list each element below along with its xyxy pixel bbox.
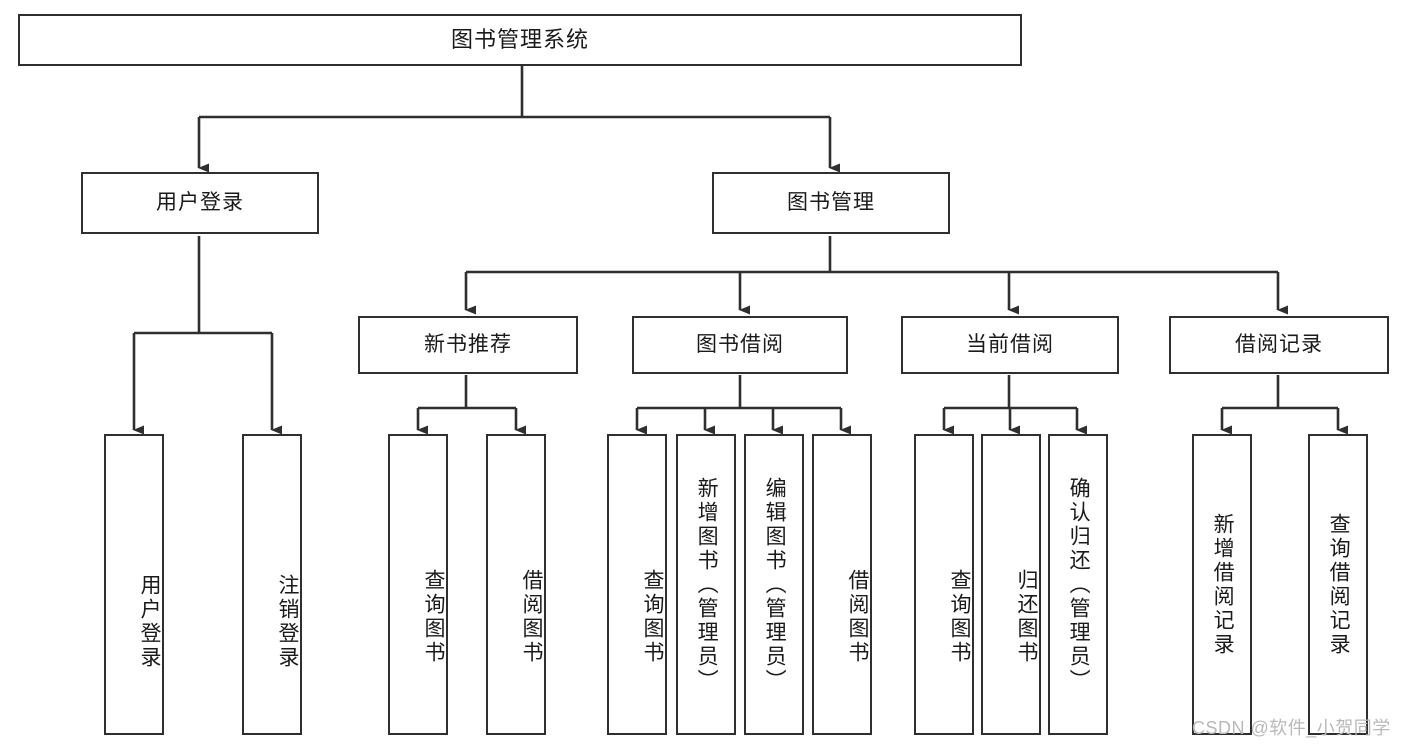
node-leaf-logout[interactable]: 注销登录 (242, 434, 302, 735)
node-leaf-return-book[interactable]: 归还图书 (981, 434, 1041, 735)
node-book-management[interactable]: 图书管理 (712, 172, 950, 234)
node-leaf-add-borrow-record[interactable]: 新增借阅记录 (1192, 434, 1252, 735)
node-current-borrow[interactable]: 当前借阅 (901, 316, 1119, 374)
node-leaf-confirm-return-admin[interactable]: 确认归还（管理员） (1048, 434, 1108, 735)
node-leaf-query-book-recommend[interactable]: 查询图书 (388, 434, 448, 735)
node-book-borrow[interactable]: 图书借阅 (632, 316, 848, 374)
node-new-book-recommend[interactable]: 新书推荐 (358, 316, 578, 374)
node-leaf-borrow-book-recommend[interactable]: 借阅图书 (486, 434, 546, 735)
node-leaf-query-book-current[interactable]: 查询图书 (914, 434, 974, 735)
node-leaf-add-book-admin[interactable]: 新增图书（管理员） (676, 434, 736, 735)
node-leaf-query-book-borrow[interactable]: 查询图书 (607, 434, 667, 735)
node-borrow-record[interactable]: 借阅记录 (1169, 316, 1389, 374)
csdn-watermark: CSDN @软件_小贺同学 (1192, 718, 1391, 738)
node-user-login[interactable]: 用户登录 (81, 172, 319, 234)
node-leaf-user-login[interactable]: 用户登录 (104, 434, 164, 735)
node-leaf-query-borrow-record[interactable]: 查询借阅记录 (1308, 434, 1368, 735)
node-root-library-system[interactable]: 图书管理系统 (18, 14, 1022, 66)
node-leaf-edit-book-admin[interactable]: 编辑图书（管理员） (744, 434, 804, 735)
node-leaf-borrow-book[interactable]: 借阅图书 (812, 434, 872, 735)
